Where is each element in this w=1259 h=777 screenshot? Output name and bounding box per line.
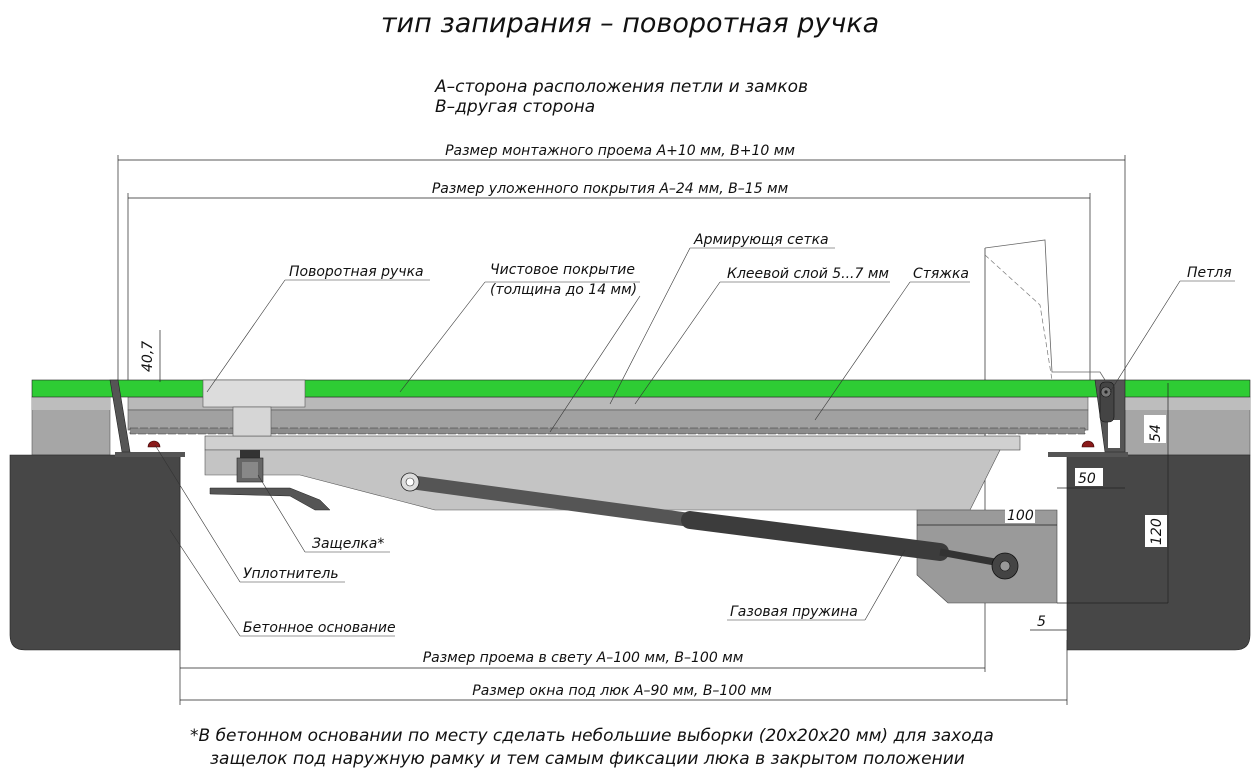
lid-tray — [204, 435, 1021, 451]
legend-side-b: В–другая сторона — [435, 97, 595, 117]
finish-coating — [31, 379, 1251, 398]
frame-gap — [1108, 420, 1120, 448]
label-latch: Защелка* — [312, 536, 384, 552]
concrete-base-right — [1066, 454, 1251, 651]
dimension-lines-small — [159, 330, 1169, 631]
gas-spring — [400, 472, 1019, 580]
dim-40-7: 40,7 — [140, 341, 156, 372]
label-finish-coating-thickness: (толщина до 14 мм) — [490, 282, 637, 298]
hinge — [1099, 381, 1115, 423]
label-rotary-handle: Поворотная ручка — [289, 264, 424, 280]
concrete-base-left — [9, 454, 181, 651]
footnote-line-1: *В бетонном основании по месту сделать н… — [190, 726, 994, 746]
frame-flange-right — [1048, 452, 1128, 457]
reinforcing-mesh — [129, 427, 1086, 435]
dim-54-bg — [1144, 415, 1166, 443]
legend-side-a: А–сторона расположения петли и замков — [434, 77, 808, 97]
label-finish-coating: Чистовое покрытие — [490, 262, 635, 278]
leader-lines — [154, 247, 1235, 637]
dim-window-size: Размер окна под люк А–90 мм, В–100 мм — [472, 683, 772, 699]
dim-50-bg — [1075, 468, 1103, 486]
adhesive-right — [1125, 397, 1250, 410]
drawing-title: тип запирания – поворотная ручка — [381, 8, 879, 39]
dim-laid-covering: Размер уложенного покрытия А–24 мм, В–15… — [432, 181, 789, 197]
label-concrete-base: Бетонное основание — [243, 620, 396, 636]
latch — [209, 450, 331, 511]
label-gas-spring: Газовая пружина — [730, 604, 858, 620]
frame-flange-left — [115, 452, 185, 457]
dim-clear-opening: Размер проема в свету А–100 мм, В–100 мм — [423, 650, 744, 666]
label-screed: Стяжка — [913, 266, 969, 282]
dim-5: 5 — [1037, 614, 1046, 630]
dim-100: 100 — [1007, 508, 1034, 524]
dim-54: 54 — [1148, 424, 1164, 442]
label-hinge: Петля — [1187, 265, 1232, 281]
label-reinforcing-mesh: Армирующя сетка — [693, 232, 829, 248]
dim-100-bg — [1005, 506, 1035, 523]
lid-screed-layer — [127, 409, 1089, 431]
lid-body — [204, 449, 1001, 511]
dim-mounting-opening: Размер монтажного проема А+10 мм, В+10 м… — [445, 143, 795, 159]
dim-50: 50 — [1078, 471, 1096, 487]
frame-profile-left — [109, 379, 131, 453]
seal-left — [147, 440, 161, 448]
dim-120: 120 — [1149, 518, 1165, 545]
adhesive-left — [32, 397, 110, 410]
label-seal: Уплотнитель — [243, 566, 339, 582]
rotary-handle-cap — [202, 379, 306, 408]
dim-120-bg — [1145, 515, 1167, 547]
open-lid-outline — [984, 239, 1106, 381]
seal-right — [1081, 440, 1095, 448]
rotary-handle-stem — [232, 406, 272, 437]
footnote-line-2: защелок под наружную рамку и тем самым ф… — [210, 749, 965, 769]
label-adhesive-layer: Клеевой слой 5...7 мм — [727, 266, 889, 282]
